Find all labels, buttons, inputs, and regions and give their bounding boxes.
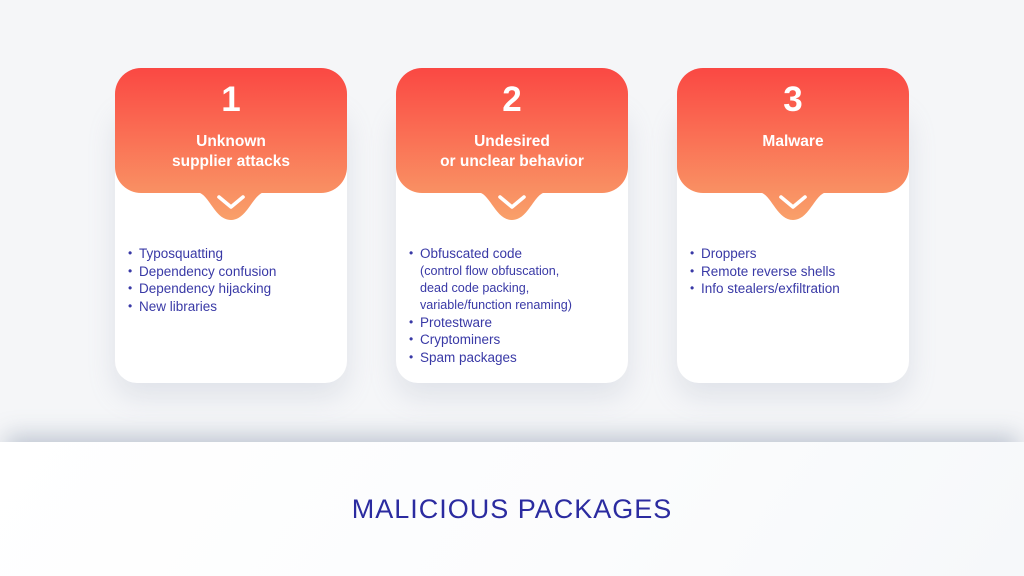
bullet-item: Droppers	[690, 245, 903, 263]
bullet-item: Spam packages	[409, 349, 622, 367]
bullet-item: New libraries	[128, 298, 341, 316]
card-undesired-behavior: 2 Undesired or unclear behavior Obfuscat…	[396, 68, 628, 383]
bullet-item: Dependency confusion	[128, 263, 341, 281]
card-header-bubble	[396, 68, 628, 220]
bullet-subline: (control flow obfuscation,	[420, 263, 560, 278]
bullet-subline: variable/function renaming)	[420, 297, 572, 312]
bullet-item: Protestware	[409, 314, 622, 332]
bullet-item: Cryptominers	[409, 331, 622, 349]
bullet-item: Remote reverse shells	[690, 263, 903, 281]
bullet-subline: dead code packing,	[420, 280, 530, 295]
card-unknown-supplier-attacks: 1 Unknown supplier attacks Typosquatting…	[115, 68, 347, 383]
card-header-bubble	[115, 68, 347, 220]
chevron-down-icon	[498, 195, 526, 209]
bullet-item: Dependency hijacking	[128, 280, 341, 298]
chevron-down-icon	[217, 195, 245, 209]
card-malware: 3 Malware Droppers Remote reverse shells…	[677, 68, 909, 383]
bullet-list: Obfuscated code (control flow obfuscatio…	[409, 245, 622, 366]
card-header-bubble	[677, 68, 909, 220]
bullet-item: Typosquatting	[128, 245, 341, 263]
bullet-list: Typosquatting Dependency confusion Depen…	[128, 245, 341, 315]
chevron-down-icon	[779, 195, 807, 209]
slide-title: MALICIOUS PACKAGES	[351, 493, 673, 524]
bullet-list: Droppers Remote reverse shells Info stea…	[690, 245, 903, 298]
bullet-item: Info stealers/exfiltration	[690, 280, 903, 298]
footer-band: MALICIOUS PACKAGES	[0, 442, 1024, 576]
bullet-item: Obfuscated code	[409, 245, 622, 263]
